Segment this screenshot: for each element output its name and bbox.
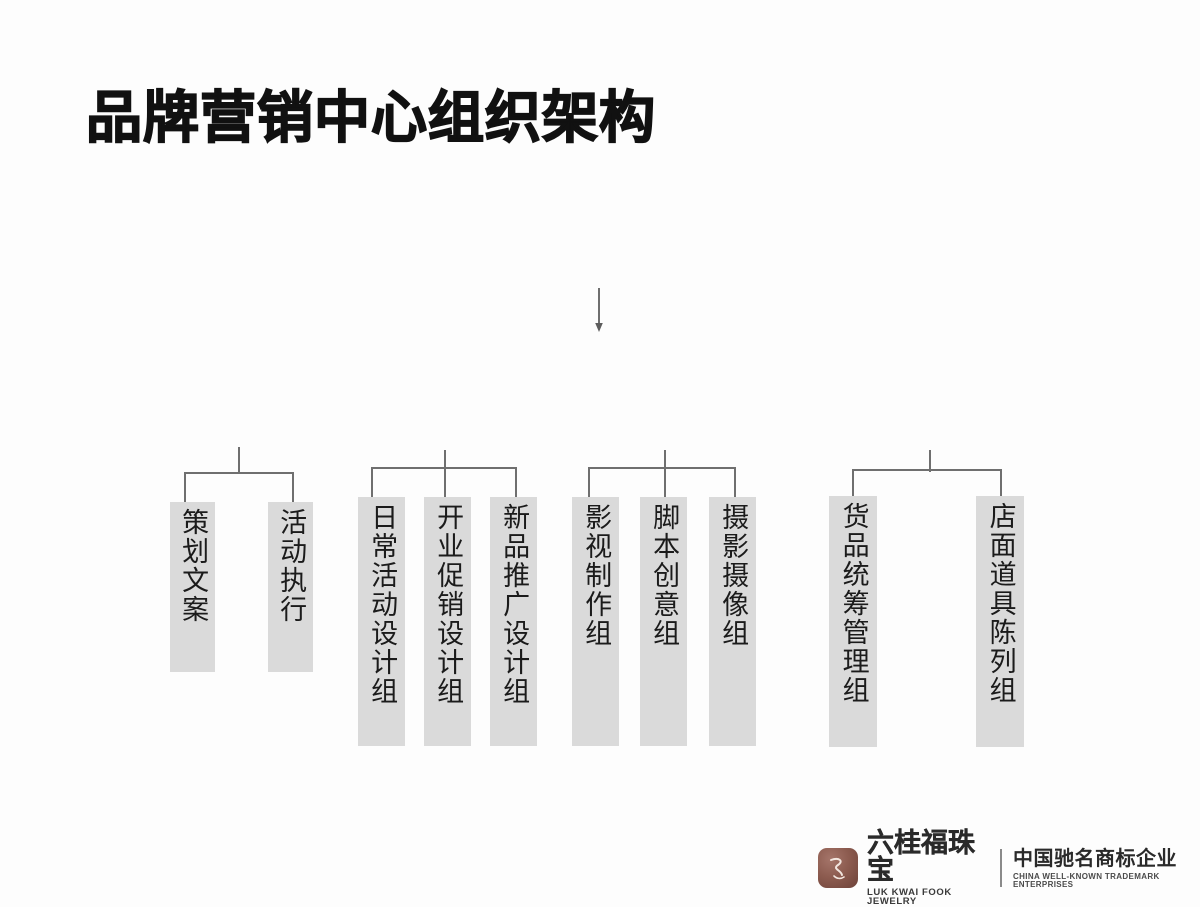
brand-tagline-block: 中国驰名商标企业 CHINA WELL-KNOWN TRADEMARK ENTE… xyxy=(1013,848,1200,889)
logo-divider xyxy=(1000,849,1003,887)
down-arrow-icon xyxy=(595,288,603,332)
brand-emblem-icon xyxy=(818,848,858,888)
org-node[interactable]: 货品统筹管理组 xyxy=(829,496,877,747)
org-node[interactable]: 日常活动设计组 xyxy=(358,497,405,746)
brand-name-cn: 六桂福珠宝 xyxy=(867,827,975,886)
connector-stem xyxy=(238,447,240,474)
connector-stem xyxy=(929,450,931,472)
org-node-label: 活动执行 xyxy=(275,508,307,624)
org-node[interactable]: 活动执行 xyxy=(268,502,313,672)
connector-bar xyxy=(371,467,517,469)
org-node-label: 影视制作组 xyxy=(580,503,612,648)
org-node[interactable]: 影视制作组 xyxy=(572,497,619,746)
brand-tagline-en: CHINA WELL-KNOWN TRADEMARK ENTERPRISES xyxy=(1013,871,1160,889)
connector-bar xyxy=(184,472,294,474)
org-node-label: 货品统筹管理组 xyxy=(837,502,869,705)
org-node-label: 新品推广设计组 xyxy=(498,503,530,706)
page-title: 品牌营销中心组织架构 xyxy=(85,85,656,150)
org-node[interactable]: 脚本创意组 xyxy=(640,497,687,746)
connector-drop xyxy=(184,472,186,503)
connector-stem xyxy=(444,450,446,497)
connector-drop xyxy=(588,467,590,497)
connector-drop xyxy=(515,467,517,497)
connector-bar xyxy=(852,469,1002,471)
org-node-label: 日常活动设计组 xyxy=(366,503,398,706)
connector-drop xyxy=(292,472,294,503)
connector-drop xyxy=(734,467,736,497)
calligraphy-mark-icon xyxy=(818,848,858,888)
connector-drop xyxy=(371,467,373,497)
org-node-label: 开业促销设计组 xyxy=(432,503,464,706)
brand-name-block: 六桂福珠宝 LUK KWAI FOOK JEWELRY xyxy=(867,827,990,907)
org-node-label: 脚本创意组 xyxy=(648,503,680,648)
org-node[interactable]: 策划文案 xyxy=(170,502,215,672)
org-node[interactable]: 新品推广设计组 xyxy=(490,497,537,746)
org-node-label: 店面道具陈列组 xyxy=(984,502,1016,705)
org-node-label: 策划文案 xyxy=(177,508,209,624)
connector-drop xyxy=(852,469,854,497)
brand-tagline-cn: 中国驰名商标企业 xyxy=(1013,845,1178,870)
brand-name-en: LUK KWAI FOOK JEWELRY xyxy=(867,886,952,907)
org-node[interactable]: 店面道具陈列组 xyxy=(976,496,1024,747)
connector-drop xyxy=(1000,469,1002,497)
connector-bar xyxy=(588,467,736,469)
footer-logo: 六桂福珠宝 LUK KWAI FOOK JEWELRY 中国驰名商标企业 CHI… xyxy=(818,829,1200,906)
org-node[interactable]: 摄影摄像组 xyxy=(709,497,756,746)
org-node-label: 摄影摄像组 xyxy=(717,503,749,648)
org-node[interactable]: 开业促销设计组 xyxy=(424,497,471,746)
connector-stem xyxy=(664,450,666,497)
